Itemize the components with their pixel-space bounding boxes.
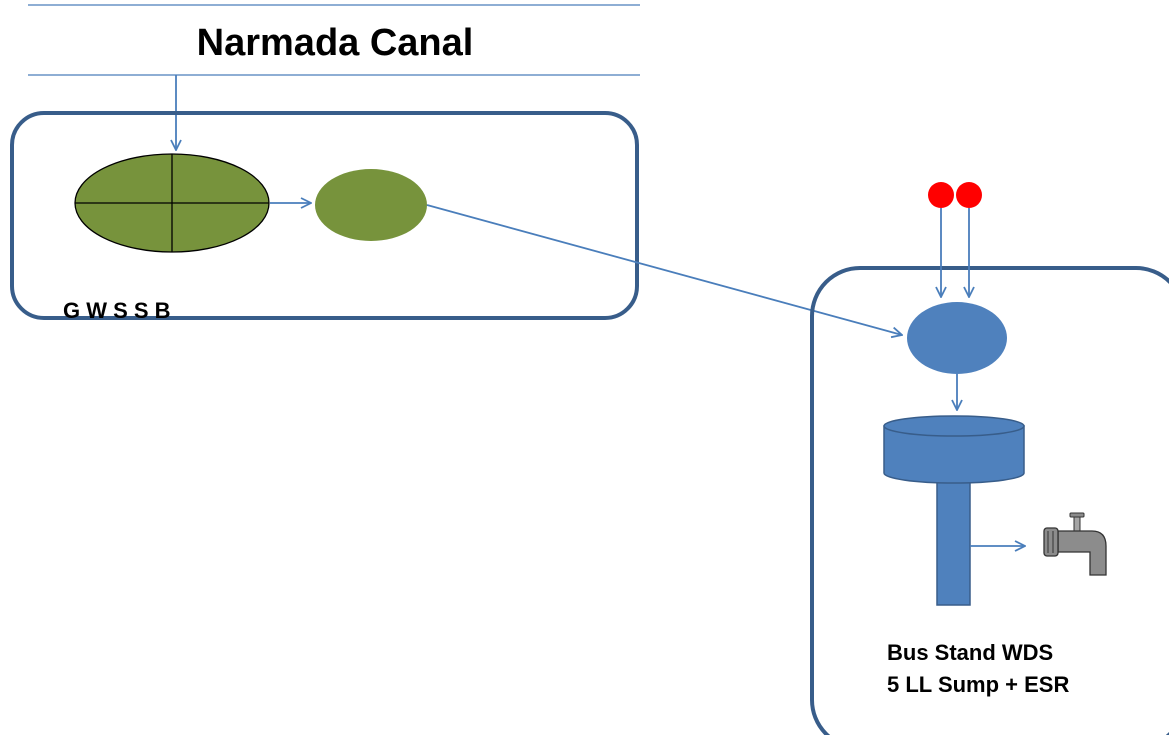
bus-stand-label-line2: 5 LL Sump + ESR: [887, 672, 1069, 697]
canal-title: Narmada Canal: [197, 22, 474, 64]
narmada-canal: Narmada Canal: [28, 4, 640, 76]
water-tap-icon: [1043, 512, 1107, 576]
sump-tank-icon: [907, 302, 1007, 374]
sump-icon: [315, 169, 427, 241]
supply-pipe-arrow: [426, 204, 902, 335]
bus-stand-label-line1: Bus Stand WDS: [887, 640, 1053, 665]
esr-tank-icon: [883, 415, 1025, 606]
gwssb-box: G W S S B: [10, 111, 639, 323]
gwssb-border: [10, 111, 639, 320]
treatment-plant-icon: [74, 153, 270, 253]
borewell-icon: [928, 182, 982, 208]
bus-stand-box: Bus Stand WDS 5 LL Sump + ESR: [810, 182, 1169, 735]
gwssb-label: G W S S B: [63, 298, 171, 323]
bus-stand-border: [810, 266, 1169, 735]
